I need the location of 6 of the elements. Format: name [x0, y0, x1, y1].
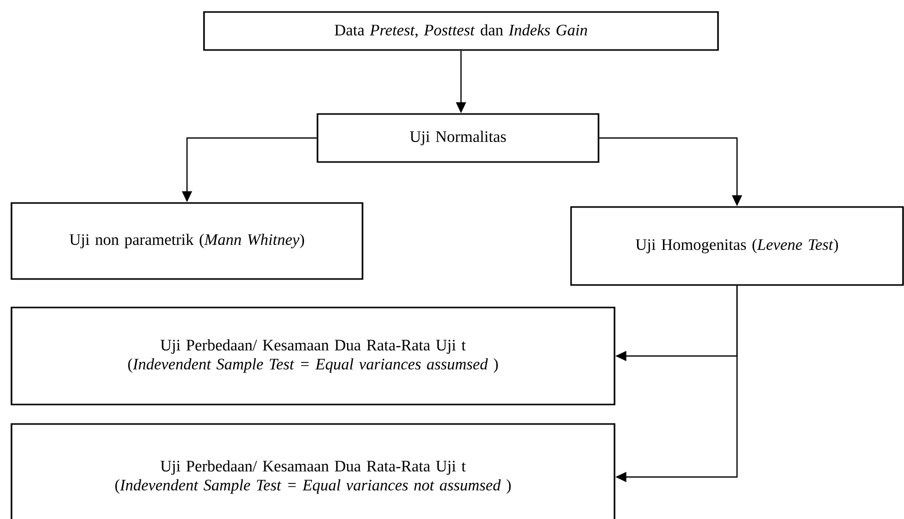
- process-box: Uji non parametrik (Mann Whitney): [10, 202, 364, 280]
- process-box: Uji Perbedaan/ Kesamaan Dua Rata-Rata Uji t (Indevendent Sample Test = Equal variances assumsed ): [10, 306, 616, 406]
- process-box: Data Pretest, Posttest dan Indeks Gain: [203, 11, 719, 51]
- process-box: Uji Perbedaan/ Kesamaan Dua Rata-Rata Uji t (Indevendent Sample Test = Equal variances not assumsed ): [10, 423, 616, 519]
- process-box: Uji Normalitas: [316, 113, 600, 163]
- process-box: Uji Homogenitas (Levene Test): [570, 206, 904, 286]
